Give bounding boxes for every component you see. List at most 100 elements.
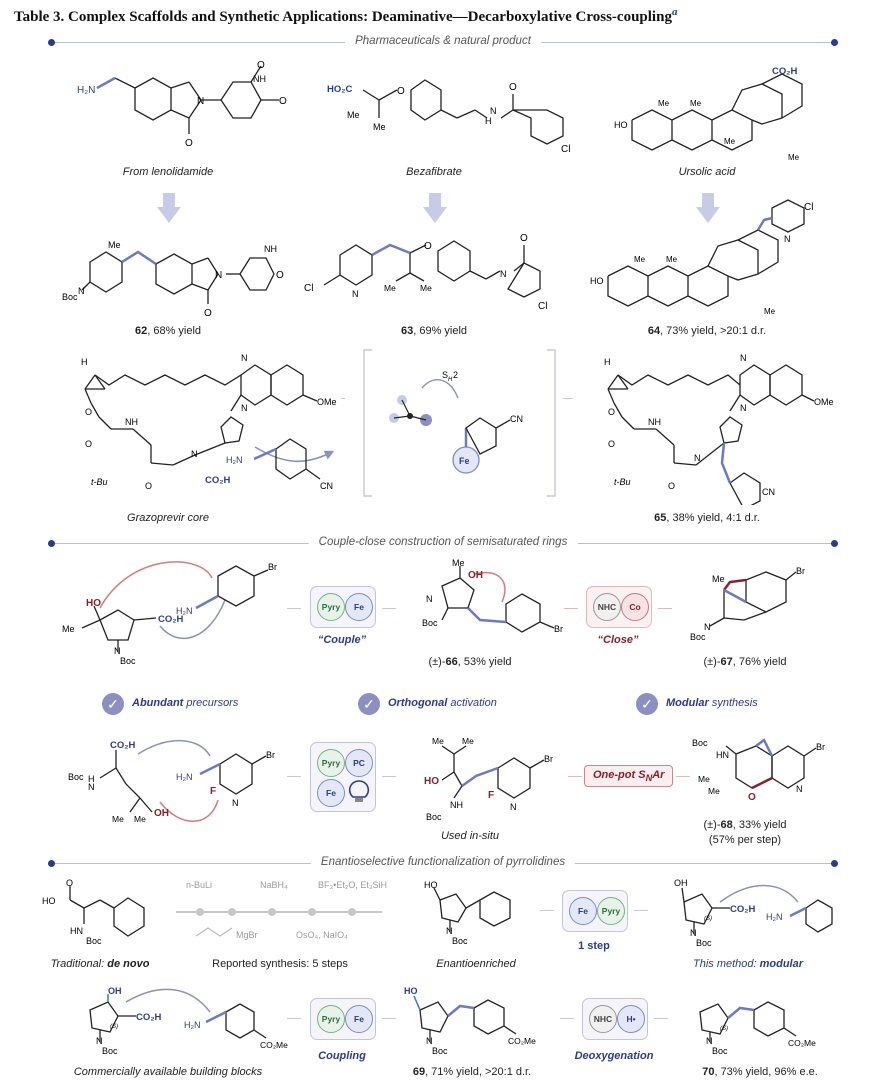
svg-text:O: O xyxy=(85,439,92,449)
yield-text: , 33% yield xyxy=(732,819,787,831)
svg-text:Cl: Cl xyxy=(561,144,570,155)
svg-text:NH: NH xyxy=(648,417,661,427)
svg-text:OMe: OMe xyxy=(317,397,337,407)
svg-text:N: N xyxy=(510,802,517,812)
svg-text:N: N xyxy=(78,286,85,296)
chip-pyry: Pyry xyxy=(597,897,625,925)
structure-ursolic-acid: HO CO₂H Me Me Me Me xyxy=(614,66,803,162)
caption-product-63: 63, 69% yield xyxy=(401,325,467,337)
svg-text:OH: OH xyxy=(468,570,483,581)
caption-product-69: 69, 71% yield, >20:1 d.r. xyxy=(413,1066,531,1078)
svg-text:HO₂C: HO₂C xyxy=(327,84,352,95)
table-title: Table 3. Complex Scaffolds and Synthetic… xyxy=(14,6,677,26)
svg-text:N: N xyxy=(690,928,697,938)
step-nbuli: n-BuLi xyxy=(186,880,213,890)
svg-text:N: N xyxy=(694,453,701,463)
svg-text:Boc: Boc xyxy=(426,812,442,822)
svg-text:Br: Br xyxy=(816,742,825,752)
chip-pyry: Pyry xyxy=(317,593,345,621)
down-arrow-icon xyxy=(696,193,720,223)
structure-product-65: H O NH O t-Bu O N OMe CN N N xyxy=(604,353,834,505)
yield-text: , 53% yield xyxy=(457,656,512,668)
caption-grazoprevir-core: Grazoprevir core xyxy=(127,512,209,524)
svg-text:O: O xyxy=(608,439,615,449)
structure-hydroxyproline-method: OH (S) CO₂H N Boc H₂N xyxy=(674,878,833,948)
svg-text:OMe: OMe xyxy=(814,397,834,407)
step-bf3: BF₃•Et₂O, Et₃SiH xyxy=(318,880,387,890)
svg-text:Fe: Fe xyxy=(459,456,470,466)
traditional-prefix: Traditional: xyxy=(50,958,108,970)
feature-orthogonal: Orthogonal activation xyxy=(388,697,497,709)
arrow-line xyxy=(287,608,301,609)
structure-product-70: (S) N Boc CO₂Me xyxy=(699,1001,816,1056)
caption-product-68: (±)-68, 33% yield xyxy=(703,819,786,831)
svg-text:S: S xyxy=(442,370,448,380)
svg-text:CO₂Me: CO₂Me xyxy=(788,1038,816,1048)
svg-text:N: N xyxy=(490,106,497,116)
svg-text:N: N xyxy=(500,269,507,279)
svg-text:N: N xyxy=(215,270,222,281)
structure-product-63: Cl N O Me Me N O Cl xyxy=(304,233,547,312)
arrow-line xyxy=(568,776,582,777)
feature-modular: Modular synthesis xyxy=(666,697,758,709)
svg-text:Me: Me xyxy=(708,786,720,796)
svg-text:H₂N: H₂N xyxy=(766,912,783,922)
feature-rest: activation xyxy=(447,697,497,709)
down-arrow-icon xyxy=(157,193,181,223)
label-couple: “Couple” xyxy=(317,634,367,646)
section-label-enantioselective: Enantioselective functionalization of py… xyxy=(310,856,576,868)
step-nabh4: NaBH₄ xyxy=(260,880,288,890)
svg-text:CO₂H: CO₂H xyxy=(205,475,230,486)
structure-enantioenriched: HO N Boc xyxy=(424,880,511,946)
feature-bold: Modular xyxy=(666,697,709,709)
svg-text:Me: Me xyxy=(698,774,710,784)
arrow-line xyxy=(634,910,648,911)
traditional-bold: de novo xyxy=(107,958,150,970)
chip-fe: Fe xyxy=(345,1005,373,1033)
svg-text:N: N xyxy=(96,1036,103,1046)
svg-text:NH: NH xyxy=(264,244,277,254)
svg-text:F: F xyxy=(210,786,216,797)
svg-text:N: N xyxy=(352,289,359,299)
svg-text:CO₂H: CO₂H xyxy=(730,904,755,915)
arrow-line xyxy=(676,776,690,777)
svg-text:N: N xyxy=(796,784,803,794)
svg-text:Br: Br xyxy=(554,624,563,634)
chip-nhc: NHC xyxy=(593,593,621,621)
structure-aminomethyl-benzonitrile: H₂N CN xyxy=(226,438,333,490)
svg-text:H₂N: H₂N xyxy=(184,1020,201,1030)
structure-lenalidomide: H₂N O N O NH O xyxy=(77,60,287,149)
caption-lenolidamide: From lenolidamide xyxy=(122,166,214,178)
yield-text: , 69% yield xyxy=(413,325,468,337)
svg-text:HO: HO xyxy=(86,598,101,609)
structure-product-62: Me Boc N N O NH O xyxy=(62,240,284,318)
svg-text:H: H xyxy=(81,357,88,367)
section-divider-pharma: Pharmaceuticals & natural product xyxy=(48,35,838,50)
svg-text:Boc: Boc xyxy=(102,1046,118,1056)
label-deoxygenation: Deoxygenation xyxy=(574,1050,654,1062)
svg-text:O: O xyxy=(257,60,265,71)
svg-text:NH: NH xyxy=(125,417,138,427)
svg-text:Me: Me xyxy=(712,574,725,584)
structure-grazoprevir-core: H O NH O t-Bu O N CO₂H OMe N N xyxy=(81,353,337,491)
chip-pyry: Pyry xyxy=(317,749,345,777)
svg-text:N: N xyxy=(232,798,239,808)
svg-text:Boc: Boc xyxy=(86,936,102,946)
compound-number: 70 xyxy=(702,1066,715,1078)
svg-text:H₂N: H₂N xyxy=(77,85,95,96)
svg-text:HN: HN xyxy=(716,750,729,760)
svg-text:NH: NH xyxy=(450,800,463,810)
svg-text:OH: OH xyxy=(674,878,688,888)
method-bold: modular xyxy=(759,958,804,970)
lightbulb-icon xyxy=(348,780,370,802)
method-prefix: This method: xyxy=(692,958,760,970)
structure-snar-substrates: CO₂H Boc N H Me Me OH H₂N F N Br xyxy=(68,740,275,824)
structure-bezafibrate: HO₂C O Me Me H N O Cl xyxy=(327,79,570,155)
svg-text:Me: Me xyxy=(462,736,474,746)
svg-text:O: O xyxy=(276,270,284,281)
arrow-line xyxy=(382,1018,396,1019)
arrow-line xyxy=(654,1018,668,1019)
caption-commercial: Commercially available building blocks xyxy=(73,1066,263,1078)
svg-text:Boc: Boc xyxy=(712,1046,728,1056)
step-mgbr: MgBr xyxy=(236,930,258,940)
